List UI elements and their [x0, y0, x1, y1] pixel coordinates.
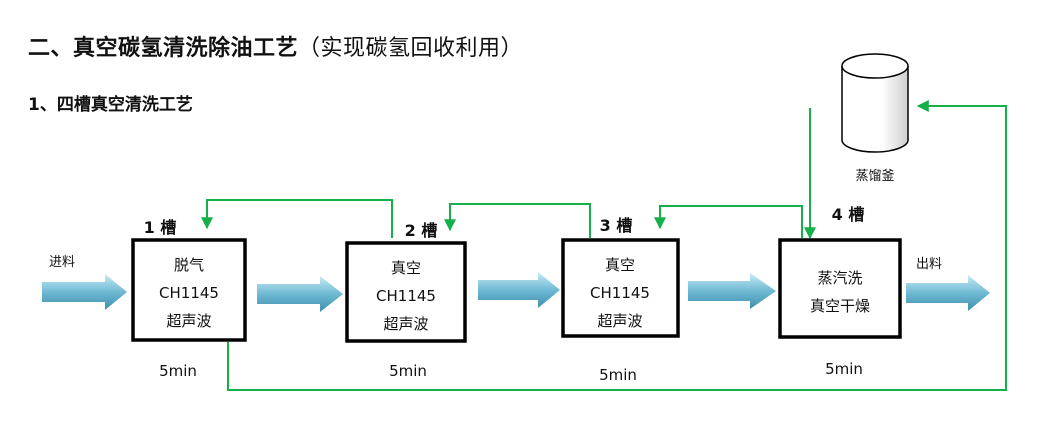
- title-paren: （实现碳氢回收利用）: [298, 36, 524, 61]
- tank-4-line-2: 真空干燥: [810, 297, 870, 315]
- output-label: 出料: [916, 257, 942, 272]
- tank-2-line-2: CH1145: [376, 287, 436, 305]
- output-arrow: [906, 275, 990, 311]
- section-subtitle: 1、四槽真空清洗工艺: [28, 95, 193, 115]
- tank-4-box: [778, 238, 902, 339]
- tank-3-line-2: CH1145: [590, 284, 650, 302]
- tank-4-time: 5min: [825, 360, 863, 378]
- flow-arrow-1-2: [257, 276, 343, 312]
- tank-3-box: [561, 238, 680, 338]
- flow-arrow-2-3: [478, 272, 560, 308]
- tank-3-line-3: 超声波: [597, 312, 642, 330]
- tank-1-line-1: 脱气: [174, 256, 204, 274]
- tank-3-time: 5min: [599, 366, 637, 384]
- return-line-4-to-3: [654, 205, 803, 238]
- recovery-loop-line: [227, 100, 1007, 391]
- tank-3-line-1: 真空: [605, 256, 635, 274]
- tank-2-line-1: 真空: [391, 259, 421, 277]
- flow-arrow-3-4: [688, 273, 776, 309]
- input-label: 进料: [49, 255, 75, 270]
- distiller-vessel: [841, 53, 909, 153]
- tank-1-time: 5min: [159, 362, 197, 380]
- return-line-3-to-2: [444, 203, 591, 238]
- tank-2-line-3: 超声波: [383, 315, 428, 333]
- input-arrow: [42, 274, 127, 310]
- tank-2-name: 2 槽: [405, 221, 438, 240]
- tank-1-line-2: CH1145: [159, 284, 219, 302]
- page-title: 二、真空碳氢清洗除油工艺（实现碳氢回收利用）: [28, 30, 523, 62]
- distiller-label: 蒸馏釜: [855, 169, 894, 184]
- title-main: 二、真空碳氢清洗除油工艺: [28, 36, 299, 61]
- tank-2-box: [345, 241, 467, 343]
- tank-4-line-1: 蒸汽洗: [817, 269, 862, 287]
- tank-4-name: 4 槽: [832, 205, 865, 224]
- tank-3-name: 3 槽: [600, 216, 633, 235]
- tank-1-line-3: 超声波: [166, 312, 211, 330]
- tank-2-time: 5min: [389, 362, 427, 380]
- tank-1-name: 1 槽: [144, 218, 177, 237]
- return-line-2-to-1: [201, 199, 393, 238]
- tank-1-box: [131, 238, 247, 342]
